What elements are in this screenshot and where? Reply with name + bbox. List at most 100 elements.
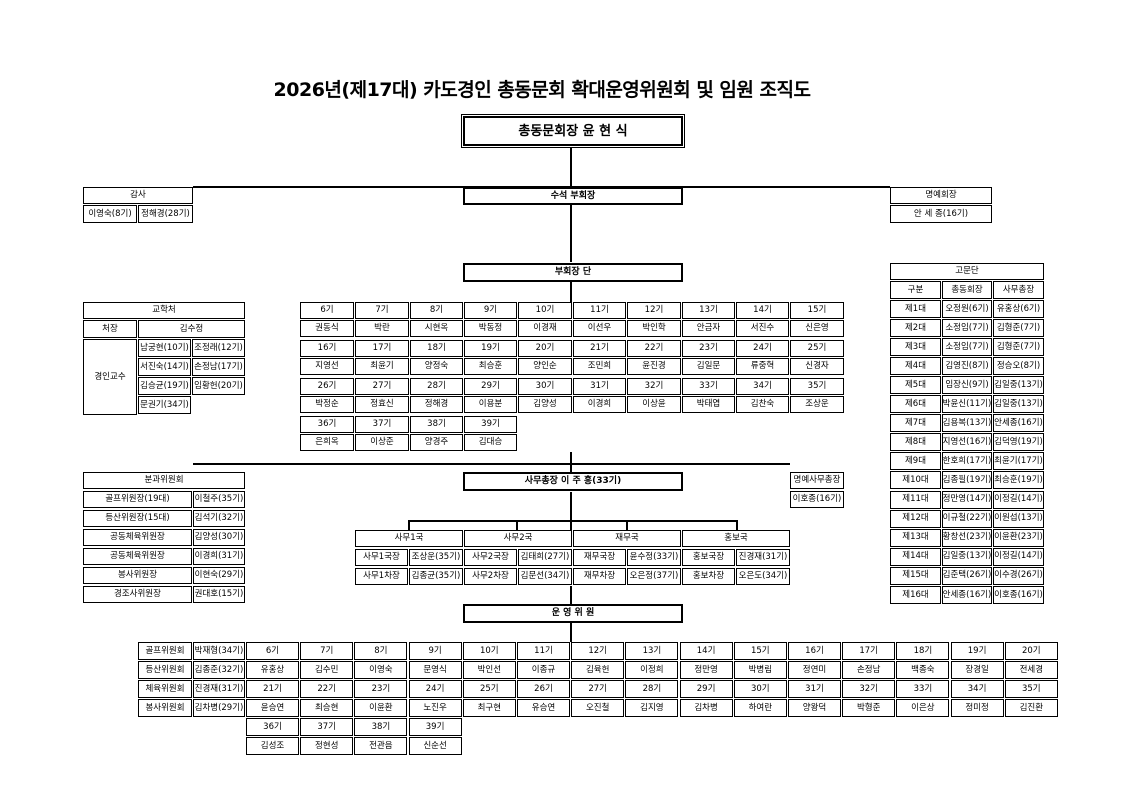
- vp-member: 박태엽: [682, 396, 735, 413]
- vp-class-label: 38기: [410, 416, 463, 433]
- audit-header: 감사: [83, 187, 193, 204]
- honorary-secretary-member: 이호종(16기): [790, 491, 844, 508]
- advisors-col-header: 총동회장: [942, 281, 992, 299]
- advisor-name: 김일중(13기): [993, 395, 1044, 414]
- advisor-name: 김종필(19기): [942, 471, 992, 490]
- vp-class-label: 13기: [682, 302, 735, 319]
- advisor-term: 제5대: [890, 376, 941, 395]
- faculty-professor: 문권기(34기): [138, 396, 191, 414]
- office-role: 사무1차장: [355, 568, 408, 585]
- connector-line: [736, 520, 738, 532]
- office-header: 홍보국: [682, 530, 790, 547]
- operating-member: 손정남: [842, 661, 896, 679]
- operating-member: 이정희: [625, 661, 679, 679]
- vp-class-label: 9기: [464, 302, 517, 319]
- vp-member: 김대승: [464, 434, 517, 451]
- office-member: 오은도(34기): [736, 568, 790, 585]
- advisor-name: 이원섭(13기): [993, 509, 1044, 528]
- operating-member: 정현성: [300, 737, 354, 755]
- operating-class-label: 34기: [950, 680, 1004, 698]
- vp-member: 이상준: [355, 434, 409, 451]
- operating-class-label: 30기: [733, 680, 787, 698]
- operating-class-label: 16기: [788, 642, 841, 660]
- office-role: 사무2차장: [464, 568, 517, 585]
- connector-line: [570, 622, 572, 642]
- operating-member: 최구현: [462, 699, 516, 717]
- vp-member: 류중혁: [736, 358, 789, 375]
- advisor-term: 제1대: [890, 300, 941, 318]
- operating-member: 백종숙: [896, 661, 950, 679]
- vp-member: 이선우: [573, 320, 626, 337]
- subcommittee-member: 이철주(35기): [193, 491, 245, 508]
- operating-class-label: 20기: [1004, 642, 1058, 660]
- vp-member: 서진수: [736, 320, 789, 337]
- operating-class-label: 37기: [300, 718, 354, 736]
- operating-member: 전관음: [354, 737, 408, 755]
- subcommittee-role: 등산위원장(15대): [83, 510, 192, 527]
- operating-member: 김수민: [300, 661, 354, 679]
- operating-member: 최승현: [300, 699, 354, 717]
- subcommittee-role: 봉사위원장: [83, 567, 192, 584]
- operating-class-label: 15기: [733, 642, 787, 660]
- advisor-term: 제16대: [890, 585, 941, 604]
- advisor-name: 오정원(6기): [942, 300, 992, 318]
- operating-member: 윤승연: [246, 699, 299, 717]
- faculty-header: 교학처: [83, 302, 245, 319]
- subcommittee-role: 골프위원장(19대): [83, 491, 192, 508]
- advisor-name: 이규철(22기): [942, 509, 992, 528]
- vp-member: 신경자: [790, 358, 844, 375]
- vp-class-label: 30기: [518, 378, 572, 395]
- operating-class-label: 8기: [354, 642, 408, 660]
- advisor-name: 김일중(13기): [993, 376, 1044, 395]
- advisor-name: 이정길(14기): [993, 490, 1044, 509]
- operating-member: 김진환: [1004, 699, 1058, 717]
- vp-member: 김찬숙: [736, 396, 789, 413]
- advisor-name: 소정임(7기): [942, 338, 992, 357]
- vp-class-label: 14기: [736, 302, 789, 319]
- operating-committee-chair: 진경재(31기): [193, 680, 245, 698]
- vp-member: 박정순: [300, 396, 354, 413]
- faculty-professor: 임황헌(20기): [192, 377, 245, 395]
- operating-class-label: 25기: [462, 680, 516, 698]
- office-member: 오은정(37기): [627, 568, 681, 585]
- advisor-name: 이호종(16기): [993, 585, 1044, 604]
- advisor-term: 제2대: [890, 319, 941, 338]
- office-role: 홍보국장: [682, 549, 735, 566]
- operating-member: 장경일: [950, 661, 1004, 679]
- vp-class-label: 39기: [464, 416, 517, 433]
- vp-class-label: 15기: [790, 302, 844, 319]
- vp-member: 이상윤: [627, 396, 681, 413]
- operating-member: 김차병: [679, 699, 733, 717]
- vp-member: 안금자: [682, 320, 735, 337]
- office-member: 김태희(27기): [518, 549, 572, 566]
- operating-member: 유승연: [517, 699, 570, 717]
- operating-class-label: 33기: [896, 680, 950, 698]
- operating-committee-name: 골프위원회: [138, 642, 192, 660]
- operating-member: 박병림: [733, 661, 787, 679]
- operating-class-label: 22기: [300, 680, 354, 698]
- operating-member: 유홍상: [246, 661, 299, 679]
- advisor-name: 김덕영(19기): [993, 433, 1044, 452]
- advisor-term: 제14대: [890, 547, 941, 566]
- operating-committee-chair: 박재형(34기): [193, 642, 245, 660]
- operating-member: 김지영: [625, 699, 679, 717]
- office-member: 김종균(35기): [409, 568, 463, 585]
- vp-class-label: 26기: [300, 378, 354, 395]
- operating-class-label: 12기: [571, 642, 625, 660]
- vp-member: 박동정: [464, 320, 517, 337]
- vp-member: 김일문: [682, 358, 735, 375]
- vp-class-label: 11기: [573, 302, 626, 319]
- operating-header-box: 운 영 위 원: [463, 604, 683, 623]
- vp-class-label: 20기: [518, 340, 572, 357]
- advisor-name: 김형준(7기): [993, 319, 1044, 338]
- secretary-general-box: 사무총장 이 주 홍(33기): [463, 472, 683, 491]
- connector-line: [408, 520, 736, 522]
- vp-member: 양인순: [518, 358, 572, 375]
- faculty-professor: 조정래(12기): [192, 339, 245, 357]
- vp-member: 이경희: [573, 396, 626, 413]
- vp-member: 시현옥: [410, 320, 463, 337]
- honorary-member: 안 세 종(16기): [890, 205, 992, 223]
- subcommittee-member: 김양성(30기): [193, 529, 245, 546]
- advisors-header: 고문단: [890, 263, 1044, 280]
